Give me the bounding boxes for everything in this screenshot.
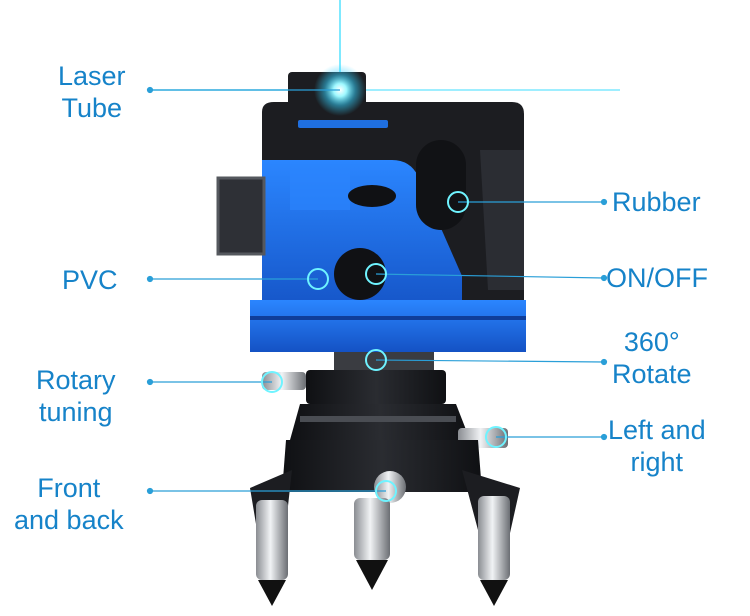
label-on-off: ON/OFF	[606, 262, 708, 294]
label-360-rotate: 360° Rotate	[612, 326, 692, 390]
rotary-base	[262, 352, 508, 503]
label-rubber-text: Rubber	[612, 187, 701, 217]
label-rotary-tuning: Rotary tuning	[36, 364, 116, 428]
label-pvc-text: PVC	[62, 265, 118, 295]
callouts	[146, 86, 608, 502]
label-on-off-text: ON/OFF	[606, 263, 708, 293]
label-left-and-right-line1: Left and	[608, 415, 706, 445]
label-laser-tube-line1: Laser	[58, 61, 126, 91]
label-front-and-back: Front and back	[14, 472, 124, 536]
laser-housing	[216, 72, 526, 352]
label-360-rotate-line2: Rotate	[612, 359, 692, 389]
label-rubber: Rubber	[612, 186, 701, 218]
label-left-and-right: Left and right	[608, 414, 706, 478]
label-rotary-tuning-line1: Rotary	[36, 365, 116, 395]
label-left-and-right-line2: right	[630, 447, 684, 477]
label-laser-tube: Laser Tube	[58, 60, 126, 124]
label-360-rotate-line1: 360°	[623, 327, 680, 357]
label-front-and-back-line1: Front	[37, 473, 101, 503]
label-front-and-back-line2: and back	[14, 505, 124, 535]
label-laser-tube-line2: Tube	[61, 93, 123, 123]
label-rotary-tuning-line2: tuning	[38, 397, 113, 427]
tripod-legs	[250, 470, 520, 606]
label-pvc: PVC	[62, 264, 118, 296]
